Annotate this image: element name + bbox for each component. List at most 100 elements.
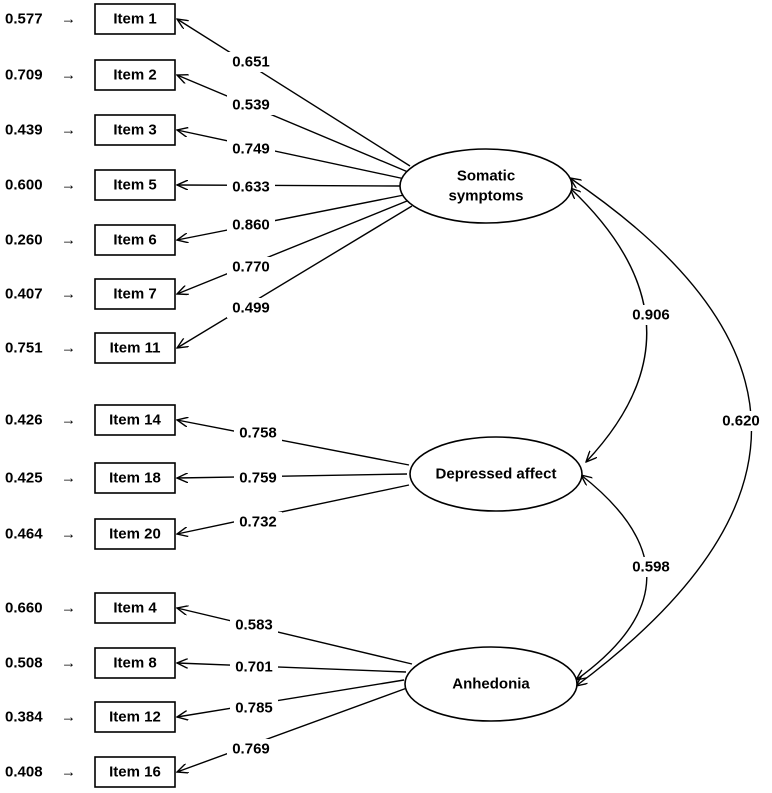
item-1-loading-value-bg: [227, 52, 275, 72]
item-11-label: Item 11: [110, 340, 161, 357]
item-8-box: [94, 647, 176, 679]
correlation-somatic-depressed-value: 0.906: [632, 307, 670, 324]
item-18-box: [94, 462, 176, 494]
item-8-loading-path: [177, 663, 407, 673]
item-20-box: [94, 518, 176, 550]
item-12-loading-value: 0.785: [235, 700, 273, 717]
item-6-error-arrow: →: [61, 232, 76, 249]
item-2-box: [94, 59, 176, 91]
item-1-loading-path: [177, 19, 411, 167]
item-6-label: Item 6: [113, 232, 156, 249]
item-12-error-value: 0.384: [5, 709, 43, 726]
factor-somatic-label-1: symptoms: [448, 188, 523, 205]
item-4-error-value: 0.660: [5, 600, 43, 617]
item-12-error-arrow: →: [61, 709, 76, 726]
correlation-somatic-anhedonia-value: 0.620: [722, 413, 760, 430]
item-8-label: Item 8: [113, 655, 156, 672]
item-11-error-arrow: →: [61, 340, 76, 357]
item-11-loading-path: [177, 205, 413, 348]
correlation-depressed-anhedonia-value-bg: [627, 557, 675, 577]
item-14-error-value: 0.426: [5, 412, 43, 429]
item-6-loading-path: [177, 194, 405, 240]
item-5-loading-value: 0.633: [232, 179, 270, 196]
item-1-error-value: 0.577: [5, 11, 43, 28]
item-12-box: [94, 701, 176, 733]
item-8-error-arrow: →: [61, 655, 76, 672]
item-20-error-arrow: →: [61, 526, 76, 543]
item-5-error-arrow: →: [61, 177, 76, 194]
item-18-error-arrow: →: [61, 470, 76, 487]
item-7-box: [94, 278, 176, 310]
item-20-error-value: 0.464: [5, 526, 43, 543]
item-1-box: [94, 3, 176, 35]
item-5-box: [94, 169, 176, 201]
item-2-loading-path: [177, 75, 409, 173]
item-5-loading-value-bg: [227, 177, 275, 197]
item-3-error-value: 0.439: [5, 122, 43, 139]
item-11-loading-value-bg: [227, 298, 275, 318]
factor-depressed-label-0: Depressed affect: [436, 466, 557, 483]
item-12-loading-value-bg: [230, 698, 278, 718]
item-3-loading-value: 0.749: [232, 141, 270, 158]
item-7-loading-value: 0.770: [232, 259, 270, 276]
item-6-box: [94, 224, 176, 256]
item-3-error-arrow: →: [61, 122, 76, 139]
item-1-error-arrow: →: [61, 11, 76, 28]
item-7-label: Item 7: [113, 286, 156, 303]
item-18-label: Item 18: [109, 470, 161, 487]
item-6-loading-value: 0.860: [232, 217, 270, 234]
item-2-label: Item 2: [113, 67, 156, 84]
item-18-error-value: 0.425: [5, 470, 43, 487]
item-14-loading-value-bg: [234, 423, 282, 443]
item-18-loading-path: [177, 474, 408, 478]
item-8-loading-value-bg: [230, 657, 278, 677]
item-16-box: [94, 756, 176, 788]
item-5-error-value: 0.600: [5, 177, 43, 194]
correlation-depressed-anhedonia-value: 0.598: [632, 559, 670, 576]
factor-anhedonia-label-0: Anhedonia: [452, 676, 530, 693]
item-16-loading-value: 0.769: [232, 741, 270, 758]
item-18-loading-value: 0.759: [239, 470, 277, 487]
item-3-loading-path: [177, 130, 406, 180]
item-16-label: Item 16: [109, 764, 161, 781]
item-2-loading-value: 0.539: [232, 97, 270, 114]
item-4-loading-value: 0.583: [235, 617, 273, 634]
factor-depressed: [409, 436, 583, 512]
item-11-loading-value: 0.499: [232, 300, 270, 317]
item-6-loading-value-bg: [227, 215, 275, 235]
item-7-loading-value-bg: [227, 257, 275, 277]
item-7-error-arrow: →: [61, 286, 76, 303]
item-7-loading-path: [177, 200, 408, 294]
correlation-somatic-anhedonia-value-bg: [717, 411, 765, 431]
item-8-loading-value: 0.701: [235, 659, 273, 676]
item-11-box: [94, 332, 176, 364]
item-20-loading-value-bg: [234, 512, 282, 532]
item-1-label: Item 1: [113, 11, 156, 28]
item-2-error-value: 0.709: [5, 67, 43, 84]
item-16-loading-value-bg: [227, 739, 275, 759]
item-14-loading-value: 0.758: [239, 425, 277, 442]
correlation-somatic-anhedonia-path: [570, 178, 753, 686]
factor-anhedonia: [404, 646, 578, 722]
item-6-error-value: 0.260: [5, 232, 43, 249]
item-20-loading-value: 0.732: [239, 514, 277, 531]
item-20-loading-path: [177, 484, 410, 534]
item-16-loading-path: [177, 687, 408, 772]
item-4-error-arrow: →: [61, 600, 76, 617]
item-14-box: [94, 404, 176, 436]
item-4-loading-value-bg: [230, 615, 278, 635]
correlation-depressed-anhedonia-path: [576, 475, 648, 680]
item-2-error-arrow: →: [61, 67, 76, 84]
item-5-loading-path: [177, 185, 404, 186]
item-1-loading-value: 0.651: [232, 54, 270, 71]
correlation-somatic-depressed-value-bg: [627, 305, 675, 325]
item-3-loading-value-bg: [227, 139, 275, 159]
item-7-error-value: 0.407: [5, 286, 43, 303]
factor-somatic-label-0: Somatic: [457, 168, 515, 185]
item-12-label: Item 12: [109, 709, 161, 726]
item-14-label: Item 14: [109, 412, 161, 429]
item-16-error-value: 0.408: [5, 764, 43, 781]
item-14-error-arrow: →: [61, 412, 76, 429]
factor-somatic: [399, 148, 573, 224]
